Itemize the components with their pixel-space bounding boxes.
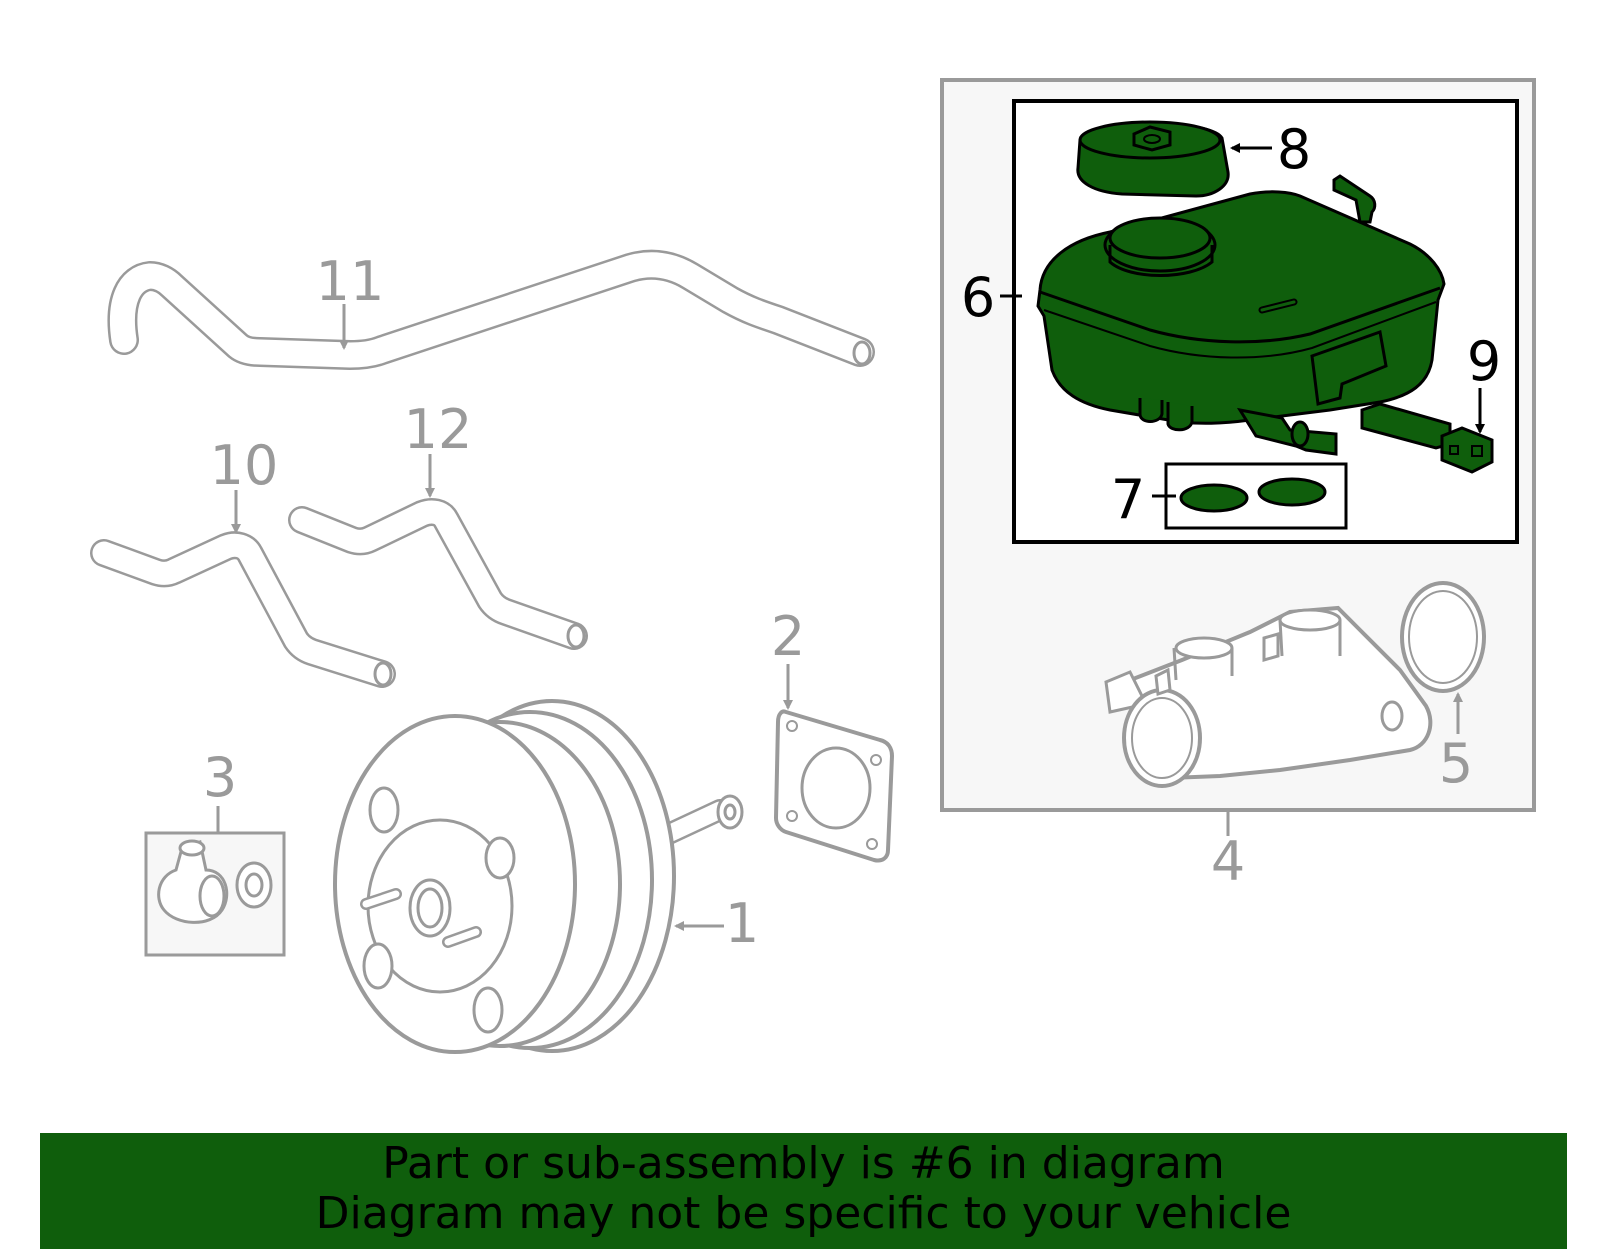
callout-9: 9 — [1467, 330, 1501, 393]
callout-7: 7 — [1111, 468, 1145, 531]
callout-5: 5 — [1439, 732, 1473, 795]
callout-4: 4 — [1211, 830, 1245, 893]
banner-line-2: Diagram may not be specific to your vehi… — [315, 1188, 1292, 1239]
check-valve-3[interactable] — [144, 831, 286, 957]
seals-7[interactable] — [1179, 477, 1327, 513]
banner-line-1: Part or sub-assembly is #6 in diagram — [382, 1138, 1225, 1189]
callout-1: 1 — [725, 892, 759, 955]
callout-6: 6 — [961, 266, 995, 329]
master-cylinder-4[interactable] — [1104, 605, 1433, 788]
hose-12[interactable] — [288, 498, 588, 650]
callout-2: 2 — [771, 605, 805, 668]
brake-booster-1[interactable] — [333, 699, 744, 1054]
hose-10[interactable] — [90, 531, 396, 688]
callout-12: 12 — [404, 398, 473, 461]
fluid-level-sensor-9[interactable] — [1360, 402, 1494, 474]
callout-10: 10 — [210, 434, 279, 497]
hose-11[interactable] — [107, 249, 875, 370]
o-ring-5[interactable] — [1400, 581, 1486, 693]
callout-11: 11 — [316, 250, 385, 313]
callout-3: 3 — [203, 746, 237, 809]
info-banner: Part or sub-assembly is #6 in diagram Di… — [40, 1133, 1567, 1249]
fluid-reservoir-6[interactable] — [1036, 174, 1446, 456]
reservoir-cap-8[interactable] — [1076, 120, 1230, 198]
gasket-2[interactable] — [773, 709, 895, 863]
callout-8: 8 — [1277, 118, 1311, 181]
